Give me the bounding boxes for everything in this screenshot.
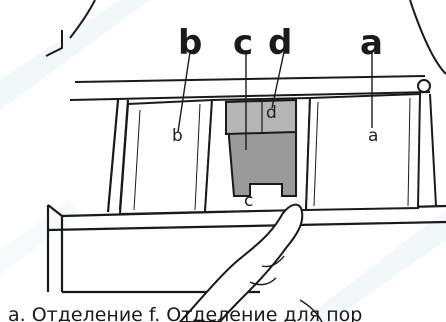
machine-housing <box>45 0 446 101</box>
label-d: d <box>268 23 293 63</box>
label-a: a <box>360 23 383 63</box>
caption-text: a. Отделение f. Отделение для пор <box>8 304 363 322</box>
compartment-label-c: c <box>244 191 254 211</box>
compartment-c-d <box>203 96 312 214</box>
label-b: b <box>178 23 203 63</box>
compartment-a <box>304 79 437 212</box>
hand-drawing <box>178 203 323 322</box>
compartment-label-d: d <box>266 103 277 123</box>
label-pointers <box>177 51 373 150</box>
label-c: c <box>233 23 254 63</box>
compartment-label-a: a <box>368 126 379 146</box>
compartment-b <box>118 98 214 216</box>
compartment-label-b: b <box>172 126 183 146</box>
